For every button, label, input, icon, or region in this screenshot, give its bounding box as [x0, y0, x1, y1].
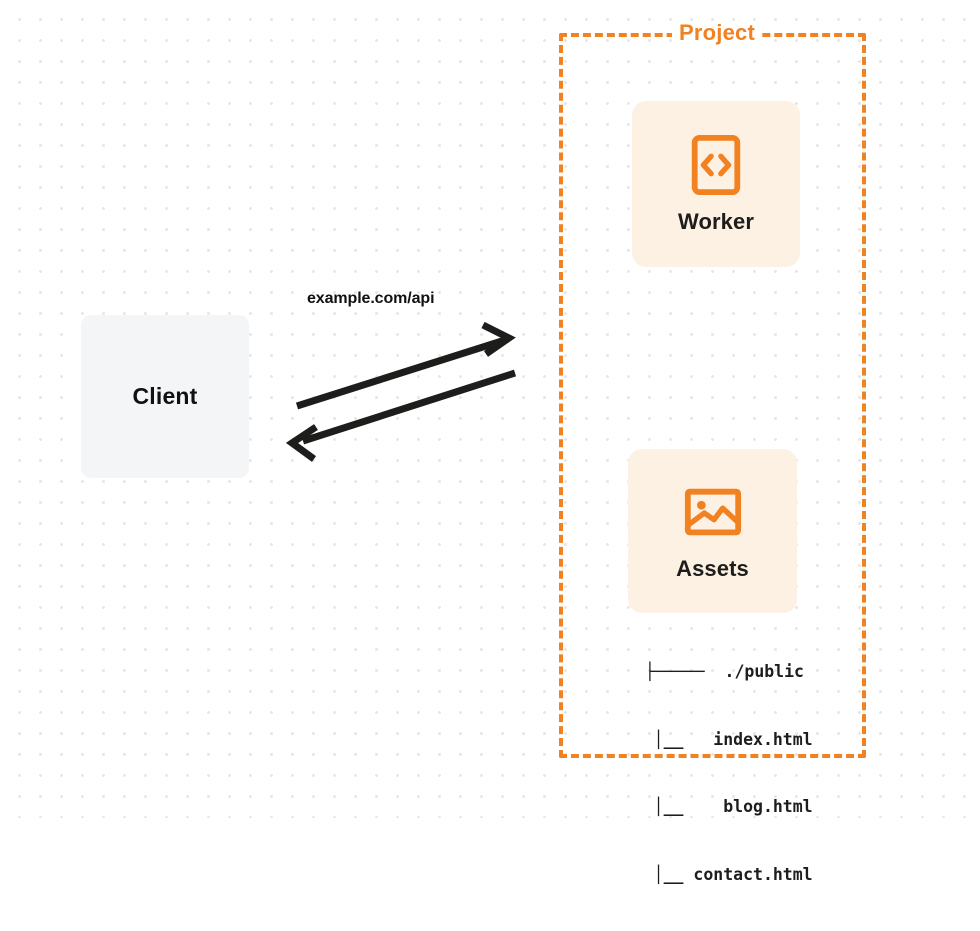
response-arrow-head: [285, 424, 318, 462]
client-label: Client: [132, 383, 198, 409]
worker-node[interactable]: Worker: [632, 101, 800, 267]
image-picture-icon: [684, 488, 741, 536]
request-arrow-head: [481, 321, 516, 357]
assets-file-tree: ├───── ./public │__ index.html │__ blog.…: [604, 616, 813, 931]
code-brackets-icon: [691, 134, 741, 196]
response-arrow-line: [301, 369, 517, 445]
file-tree-row: │__ contact.html: [604, 864, 813, 884]
file-tree-row: │__ blog.html: [604, 797, 813, 816]
assets-label: Assets: [676, 556, 749, 581]
connection-label: example.com/api: [307, 290, 435, 307]
file-tree-row: ├───── ./public: [645, 662, 804, 681]
diagram-canvas: Client example.com/api Project Worker As…: [0, 0, 980, 884]
request-arrow-line: [295, 336, 507, 410]
file-tree-row: │__ index.html: [604, 729, 813, 749]
assets-node[interactable]: Assets: [628, 449, 797, 613]
client-node[interactable]: Client: [81, 315, 249, 478]
project-title: Project: [672, 22, 762, 44]
worker-label: Worker: [678, 209, 754, 234]
